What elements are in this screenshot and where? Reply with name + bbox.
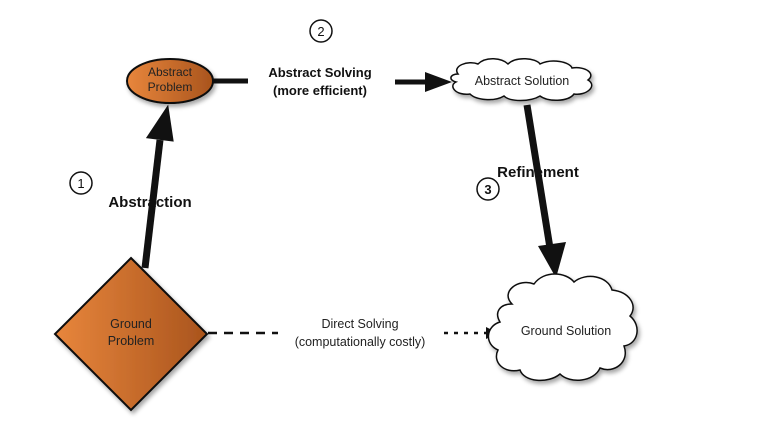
abstract-problem-node: Abstract Problem	[126, 58, 214, 104]
abstract-solution-node: Abstract Solution	[450, 58, 593, 102]
direct-solving-label-line1: Direct Solving	[321, 317, 398, 331]
step-3-number: 3	[484, 182, 491, 197]
abstract-solution-label: Abstract Solution	[475, 74, 570, 88]
step-2-badge: 2	[309, 19, 333, 43]
step-1-badge: 1	[69, 171, 93, 195]
abstract-problem-line2: Problem	[148, 80, 193, 94]
ground-solution-label: Ground Solution	[521, 324, 611, 338]
abstract-solving-arrow	[212, 72, 452, 92]
ground-problem-line2: Problem	[108, 334, 155, 348]
refinement-arrow	[523, 104, 566, 278]
ground-problem-node: Ground Problem	[53, 256, 209, 412]
abstract-solving-label-line1: Abstract Solving	[268, 65, 371, 80]
step-2-number: 2	[317, 24, 324, 39]
abstract-solving-label-line2: (more efficient)	[273, 83, 367, 98]
step-1-number: 1	[77, 176, 84, 191]
refinement-label: Refinement	[497, 164, 579, 181]
ground-solution-node: Ground Solution	[487, 273, 638, 382]
ground-problem-line1: Ground	[110, 317, 152, 331]
direct-solving-label-line2: (computationally costly)	[295, 335, 426, 349]
abstract-problem-line1: Abstract	[148, 65, 193, 79]
abstraction-label: Abstraction	[108, 194, 191, 211]
abstraction-arrow	[141, 104, 174, 269]
step-3-badge: 3	[476, 177, 500, 201]
